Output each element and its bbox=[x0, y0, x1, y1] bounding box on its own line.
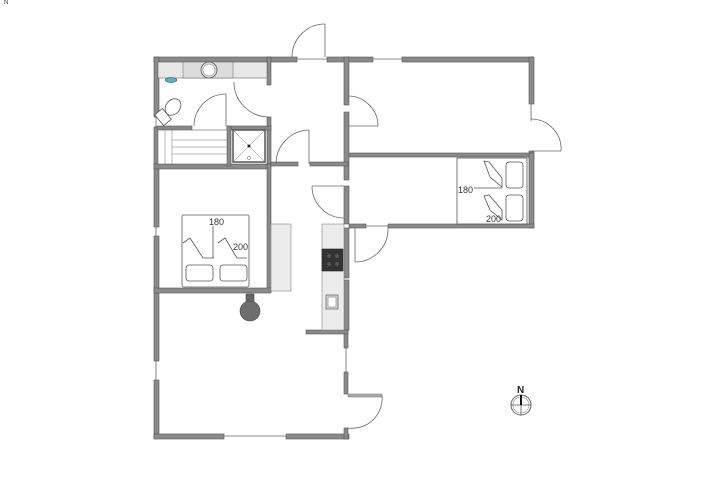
double-bed-width-label: 180 bbox=[209, 217, 224, 227]
double-bed bbox=[181, 214, 250, 288]
bunk-bed-width-label: 180 bbox=[458, 185, 473, 195]
north-compass-icon bbox=[510, 394, 532, 416]
bunk-bed-length-label: 200 bbox=[486, 214, 501, 224]
kitchen-counter bbox=[321, 223, 345, 331]
corner-north-marker: N bbox=[4, 0, 9, 6]
bunk-bed bbox=[456, 157, 528, 225]
wardrobe bbox=[270, 223, 292, 292]
bathroom-fixtures bbox=[154, 61, 268, 165]
wood-stove bbox=[239, 293, 261, 322]
compass-label: N bbox=[517, 385, 524, 396]
windows bbox=[155, 58, 532, 437]
doors bbox=[193, 23, 562, 429]
double-bed-length-label: 200 bbox=[233, 242, 248, 252]
walls bbox=[153, 56, 535, 440]
